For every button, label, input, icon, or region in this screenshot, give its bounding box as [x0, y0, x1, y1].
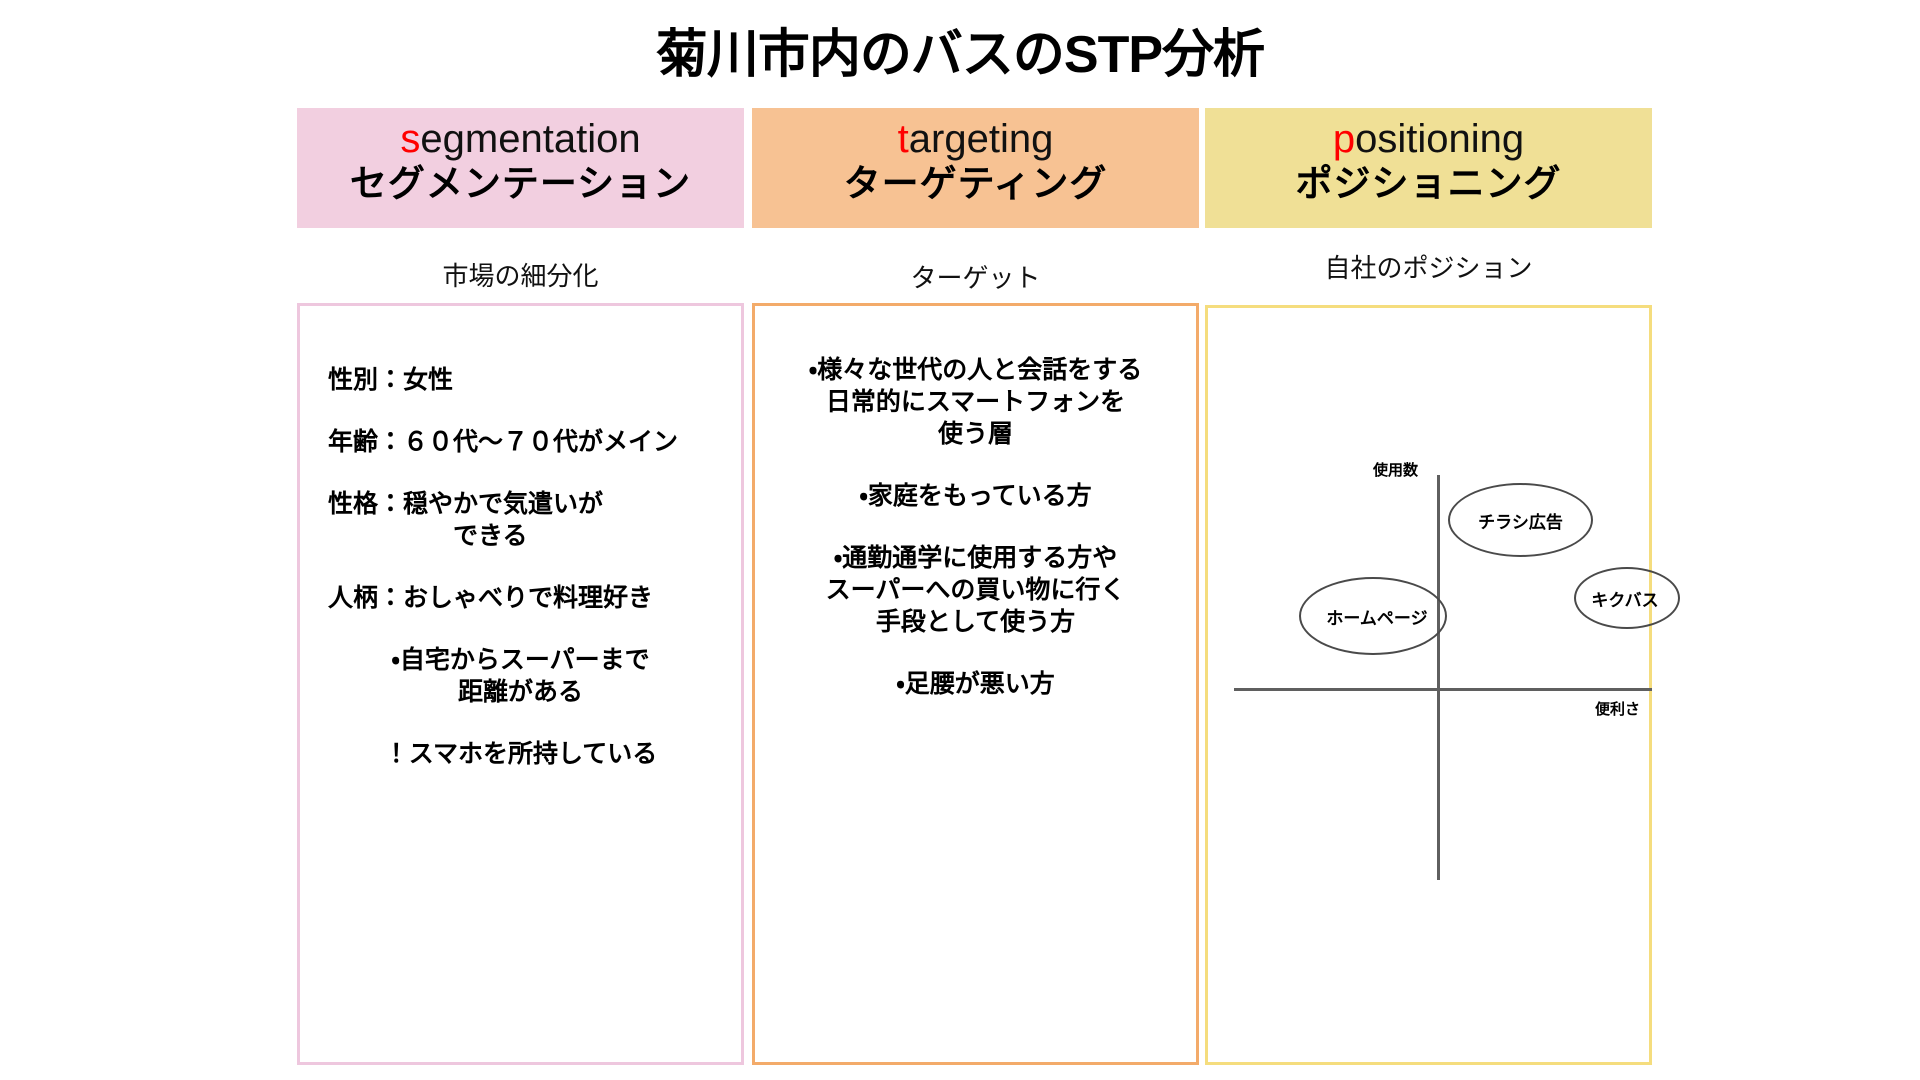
- header-en-rest-targeting: argeting: [908, 117, 1054, 161]
- vertical-axis-line: [1437, 475, 1440, 880]
- header-jp-targeting: ターゲティング: [843, 163, 1108, 204]
- segmentation-item-list: 性別：女性年齢：６０代〜７０代がメイン性格：穏やかで気遣いが できる人柄：おしゃ…: [300, 364, 741, 800]
- map-bubble-label: チラシ広告: [1478, 512, 1563, 532]
- content-box-targeting: ・様々な世代の人と会話をする 日常的にスマートフォンを 使う層・家庭をもっている…: [752, 303, 1199, 1065]
- header-bar-segmentation: segmentation セグメンテーション: [297, 108, 744, 228]
- header-bar-targeting: targeting ターゲティング: [752, 108, 1199, 228]
- header-jp-positioning: ポジショニング: [1295, 163, 1562, 204]
- map-bubble-label: ホームページ: [1326, 608, 1428, 628]
- map-bubble-homepage: ホームページ: [1299, 577, 1447, 655]
- page-title: 菊川市内のバスのSTP分析: [655, 26, 1265, 84]
- list-item: ・自宅からスーパーまで 距離がある: [391, 646, 650, 706]
- content-box-segmentation: 性別：女性年齢：６０代〜７０代がメイン性格：穏やかで気遣いが できる人柄：おしゃ…: [297, 303, 744, 1065]
- content-box-positioning: [1205, 305, 1652, 1065]
- header-bar-positioning: positioning ポジショニング: [1205, 108, 1652, 228]
- y-axis-label: 使用数: [1373, 462, 1419, 479]
- header-accent-letter-positioning: p: [1332, 117, 1356, 161]
- caption-segmentation: 市場の細分化: [442, 261, 599, 291]
- header-en-rest-segmentation: egmentation: [420, 117, 641, 161]
- map-bubble-chirashi-koukoku: チラシ広告: [1448, 483, 1593, 557]
- horizontal-axis-line: [1234, 688, 1652, 691]
- list-item: ・足腰が悪い方: [896, 670, 1055, 698]
- positioning-map: 使用数 便利さ チラシ広告 ホームページ キクバス: [1205, 305, 1680, 1065]
- header-en-segmentation: segmentation: [297, 116, 744, 162]
- header-en-rest-positioning: ositioning: [1355, 117, 1525, 161]
- header-en-targeting: targeting: [752, 116, 1199, 162]
- map-bubble-kikubus: キクバス: [1574, 567, 1680, 629]
- targeting-item-list: ・様々な世代の人と会話をする 日常的にスマートフォンを 使う層・家庭をもっている…: [755, 354, 1196, 730]
- list-item: ・様々な世代の人と会話をする 日常的にスマートフォンを 使う層: [808, 356, 1143, 448]
- caption-targeting: ターゲット: [910, 263, 1041, 293]
- header-accent-letter-segmentation: s: [400, 117, 421, 161]
- list-item: ！スマホを所持している: [383, 740, 658, 768]
- caption-positioning: 自社のポジション: [1324, 253, 1533, 283]
- list-item: 年齢：６０代〜７０代がメイン: [328, 428, 679, 456]
- list-item: 人柄：おしゃべりで料理好き: [328, 584, 654, 612]
- x-axis-label: 便利さ: [1595, 701, 1641, 718]
- list-item: ・家庭をもっている方: [859, 482, 1092, 510]
- header-accent-letter-targeting: t: [897, 117, 909, 161]
- header-jp-segmentation: セグメンテーション: [349, 163, 692, 204]
- list-item: ・通勤通学に使用する方や スーパーへの買い物に行く 手段として使う方: [825, 544, 1126, 636]
- header-en-positioning: positioning: [1205, 116, 1652, 162]
- map-bubble-label: キクバス: [1591, 590, 1659, 610]
- list-item: 性別：女性: [328, 366, 454, 394]
- list-item: 性格：穏やかで気遣いが できる: [328, 490, 604, 550]
